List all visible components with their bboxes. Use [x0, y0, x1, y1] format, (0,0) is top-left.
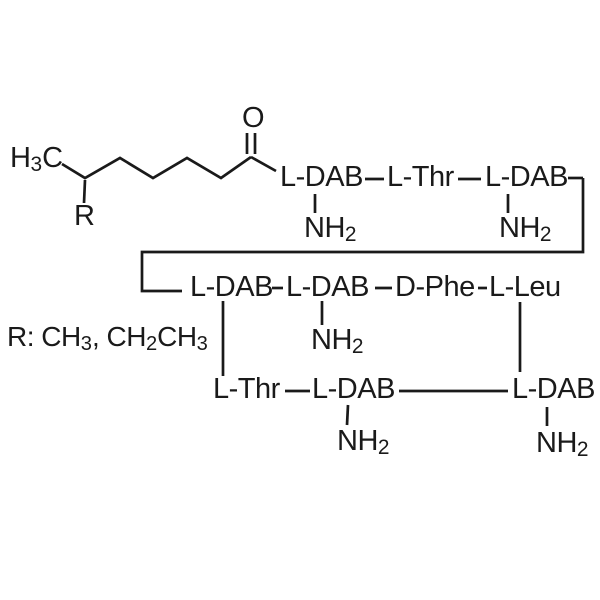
macrocycle-linker — [140, 178, 585, 293]
amine-bonds-row3 — [345, 404, 549, 426]
r-substituent-bond — [82, 179, 87, 204]
amine-label-row3-1: NH2 — [337, 425, 390, 460]
residue-row1-l-dab-1: L-DAB — [280, 161, 363, 193]
lipid-tail-bonds — [61, 155, 252, 204]
amine-label-row2: NH2 — [311, 324, 364, 359]
amine-label-row1-2: NH2 — [499, 212, 552, 247]
amine-bonds-row1 — [313, 194, 510, 213]
residue-row2-l-dab-1: L-DAB — [190, 271, 273, 303]
carbonyl-group-bonds — [245, 133, 277, 173]
r-group-legend: R: CH3, CH2CH3 — [7, 321, 208, 356]
carbonyl-oxygen-label: O — [242, 102, 265, 134]
residue-row2-d-phe: D-Phe — [395, 271, 475, 303]
residue-row3-l-dab-2: L-DAB — [512, 373, 595, 405]
acyl-to-peptide-bond — [250, 155, 277, 173]
row2-to-row3-links — [221, 301, 522, 376]
peptide-bonds-row1 — [365, 176, 583, 181]
amine-label-row3-2: NH2 — [536, 427, 589, 462]
residue-row2-l-leu: L-Leu — [489, 271, 561, 303]
residue-row1-l-thr: L-Thr — [387, 161, 454, 193]
residue-row1-l-dab-2: L-DAB — [485, 161, 568, 193]
terminal-methyl-label: H3C — [10, 142, 63, 177]
residue-row2-l-dab-2: L-DAB — [286, 271, 369, 303]
r-substituent-label: R — [74, 200, 95, 232]
residue-row3-l-thr: L-Thr — [213, 373, 280, 405]
amine-label-row1-1: NH2 — [304, 212, 357, 247]
residue-row3-l-dab-1: L-DAB — [312, 373, 395, 405]
